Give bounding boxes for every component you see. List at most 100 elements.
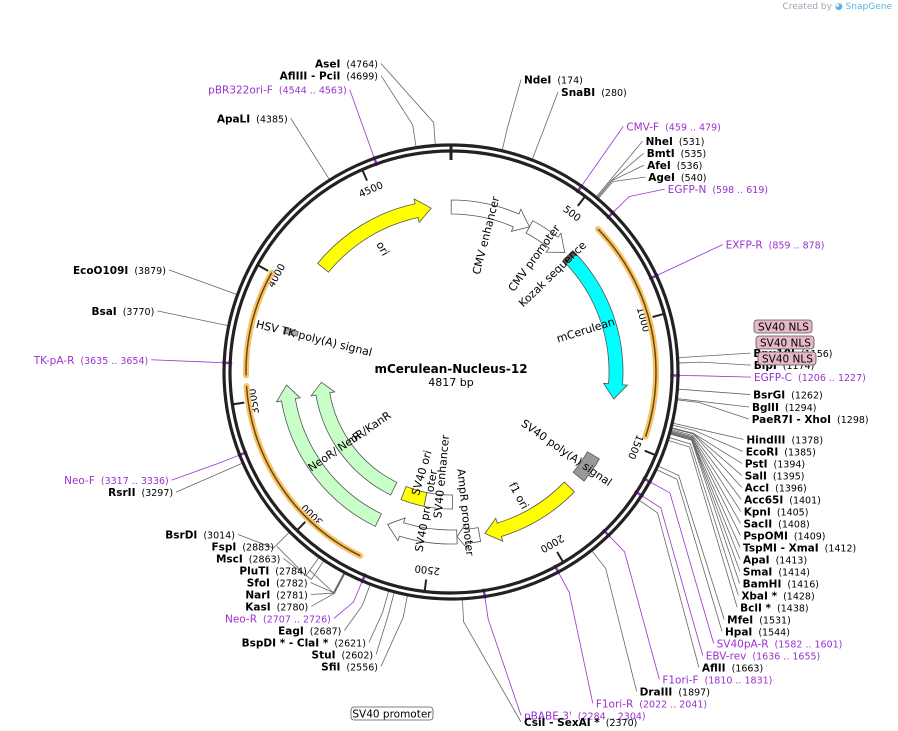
leader-line: [612, 188, 665, 214]
restriction-site-label[interactable]: BclI *(1438): [740, 602, 808, 614]
restriction-site-label[interactable]: SalI(1395): [745, 470, 805, 482]
restriction-site-label[interactable]: NheI(531): [646, 136, 705, 148]
leader-line: [670, 427, 742, 488]
feature-ampr-promoter[interactable]: [456, 523, 482, 550]
feature-neor-kanr[interactable]: [310, 381, 398, 496]
leader-line: [669, 432, 741, 572]
feature-mcerulean[interactable]: [563, 251, 629, 400]
primer-label[interactable]: EXFP-R(859 .. 878): [726, 240, 825, 252]
leader-line: [677, 388, 751, 395]
restriction-site-label[interactable]: CsiI - SexAI *(2370): [524, 717, 637, 729]
sv40-nls-label[interactable]: SV40 NLS: [762, 354, 813, 366]
restriction-site-label[interactable]: BspDI * - ClaI *(2621): [242, 637, 366, 649]
feature-ori[interactable]: [317, 198, 432, 273]
primer-label[interactable]: EGFP-N(598 .. 619): [668, 184, 768, 196]
restriction-site-label[interactable]: BglII(1294): [752, 402, 817, 414]
feature-label: f1 ori: [506, 480, 531, 511]
restriction-site-label[interactable]: SfoI(2782): [247, 577, 308, 589]
restriction-site-label[interactable]: BsrGI(1262): [753, 390, 823, 402]
primer-label[interactable]: pBR322ori-F(4544 .. 4563): [208, 85, 347, 97]
restriction-site-label[interactable]: KasI(2780): [245, 601, 308, 613]
restriction-site-label[interactable]: AgeI(540): [648, 172, 706, 184]
feature-sv40-enhancer[interactable]: [423, 492, 453, 510]
primer-label[interactable]: EGFP-C(1206 .. 1227): [754, 372, 866, 384]
boxed-label-frame: [755, 335, 815, 350]
feature-hsv-tk-poly-a-signal[interactable]: [282, 327, 299, 337]
restriction-site-label[interactable]: ApaLI(4385): [217, 113, 288, 125]
leader-line: [677, 361, 751, 366]
sv40-nls-label[interactable]: SV40 NLS: [760, 338, 811, 350]
primer-label[interactable]: F1ori-R(2022 .. 2041): [596, 698, 707, 710]
restriction-site-label[interactable]: KpnI(1405): [744, 506, 809, 518]
restriction-site-label[interactable]: MscI(2863): [216, 553, 280, 565]
primer-label[interactable]: CMV-F(459 .. 479): [626, 121, 721, 133]
restriction-site-label[interactable]: BmtI(535): [647, 148, 706, 160]
leader-line: [375, 591, 395, 655]
restriction-site-label[interactable]: EcoRI(1385): [746, 446, 816, 458]
feature-sv40-ori[interactable]: [400, 485, 428, 507]
leader-line: [344, 584, 371, 631]
leader-line: [657, 465, 725, 620]
sv40-nls-label[interactable]: SV40 NLS: [758, 322, 809, 334]
restriction-site-label[interactable]: RsrII(3297): [108, 487, 173, 499]
restriction-site-label[interactable]: FspI(2883): [211, 541, 273, 553]
restriction-site-label[interactable]: BsaI(3770): [91, 306, 154, 318]
restriction-site-label[interactable]: MfeI(1531): [727, 614, 791, 626]
restriction-site-label[interactable]: XbaI *(1428): [741, 590, 814, 602]
feature-cmv-enhancer[interactable]: [450, 199, 531, 233]
boxed-label-frame: [757, 351, 817, 366]
restriction-site-label[interactable]: PaeR7I - XhoI(1298): [752, 414, 869, 426]
restriction-site-label[interactable]: EcoO109I(3879): [73, 265, 166, 277]
feature-neor-kanr[interactable]: [275, 384, 382, 527]
restriction-site-label[interactable]: PspOMI(1409): [743, 530, 825, 542]
primer-label[interactable]: TK-pA-R(3635 .. 3654): [33, 355, 149, 367]
restriction-site-label[interactable]: EagI(2687): [278, 625, 341, 637]
primer-label[interactable]: Neo-F(3317 .. 3336): [64, 475, 169, 487]
primer-label[interactable]: EBV-rev(1636 .. 1655): [706, 650, 821, 662]
tick-label: 500: [561, 204, 583, 224]
restriction-site-label[interactable]: PstI(1394): [745, 458, 805, 470]
restriction-site-label[interactable]: SacII(1408): [743, 518, 809, 530]
primer-label[interactable]: pBABE 3'(2284 .. 2304): [524, 710, 646, 722]
restriction-site-label[interactable]: TspMI - XmaI(1412): [743, 542, 856, 554]
leader-line: [175, 462, 244, 493]
feature-sv40-promoter[interactable]: [386, 517, 458, 545]
feature-kozak-sequence[interactable]: [562, 249, 577, 265]
restriction-site-label[interactable]: AseI(4764): [315, 59, 378, 71]
tick-mark: [556, 551, 565, 563]
leader-line: [461, 598, 522, 723]
restriction-site-label[interactable]: AfeI(536): [647, 160, 702, 172]
restriction-site-label[interactable]: HpaI(1544): [725, 626, 790, 638]
feature-cmv-promoter[interactable]: [525, 220, 566, 253]
feature-f1-ori[interactable]: [484, 481, 575, 542]
sv40-promoter-label[interactable]: SV40 promoter: [352, 709, 432, 721]
leader-line: [380, 594, 408, 667]
restriction-site-label[interactable]: BsrDI(3014): [165, 529, 235, 541]
feature-label: HSV TK poly(A) signal: [255, 318, 374, 359]
restriction-site-label[interactable]: AflII(1663): [702, 662, 763, 674]
leader-line: [380, 63, 436, 146]
primer-label[interactable]: SV40pA-R(1582 .. 1601): [717, 638, 843, 650]
restriction-site-label[interactable]: NarI(2781): [245, 589, 308, 601]
leader-line: [676, 398, 749, 408]
restriction-site-label[interactable]: DraIII(1897): [640, 686, 710, 698]
restriction-site-label[interactable]: SnaBI(280): [561, 87, 627, 99]
restriction-site-label[interactable]: AflIII - PciI(4699): [280, 71, 378, 83]
restriction-site-label[interactable]: StuI(2602): [312, 649, 374, 661]
leader-line: [668, 436, 739, 596]
restriction-site-label[interactable]: SmaI(1414): [743, 566, 810, 578]
restriction-site-label[interactable]: PluTI(2784): [239, 565, 306, 577]
leader-line: [531, 91, 559, 161]
primer-label[interactable]: Neo-R(2707 .. 2726): [225, 613, 331, 625]
restriction-site-label[interactable]: Acc65I(1401): [744, 494, 821, 506]
feature-sv40-poly-a-signal[interactable]: [572, 451, 601, 482]
restriction-site-label[interactable]: NdeI(174): [524, 75, 583, 87]
leader-line: [591, 550, 638, 692]
primer-label[interactable]: F1ori-F(1810 .. 1831): [662, 674, 772, 686]
restriction-site-label[interactable]: AccI(1396): [745, 482, 807, 494]
snapgene-logo: Created by ◕ SnapGene: [782, 2, 892, 12]
restriction-site-label[interactable]: HindIII(1378): [746, 434, 823, 446]
restriction-site-label[interactable]: SfiI(2556): [321, 661, 378, 673]
restriction-site-label[interactable]: ApaI(1413): [743, 554, 807, 566]
restriction-site-label[interactable]: BamHI(1416): [743, 578, 819, 590]
